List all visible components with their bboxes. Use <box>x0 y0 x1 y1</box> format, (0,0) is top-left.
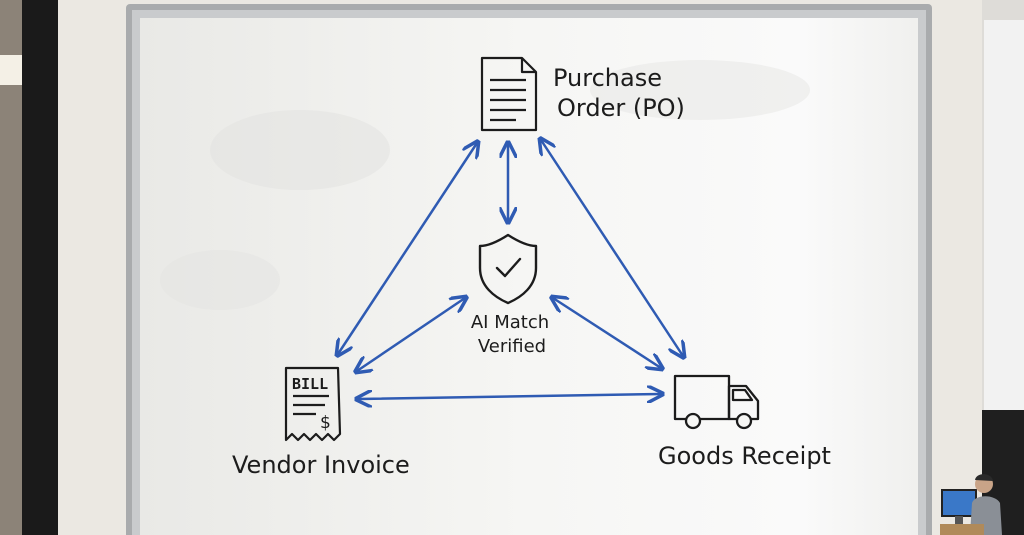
person-at-desk <box>940 474 1002 535</box>
po-label-line1: Purchase <box>553 64 662 92</box>
po-label-line2: Order (PO) <box>557 94 685 122</box>
center-label-line1: AI Match <box>471 312 549 333</box>
window <box>984 20 1024 410</box>
smudge <box>590 60 810 120</box>
shield-check-icon <box>478 233 538 305</box>
ai-match-node: AI Match Verified <box>471 233 549 357</box>
vendor-invoice-label: Vendor Invoice <box>232 451 410 479</box>
arrow-receipt-center <box>553 298 661 368</box>
vendor-invoice-node: BILL $ Vendor Invoice <box>232 366 410 479</box>
arrow-invoice-center <box>357 298 465 371</box>
receipt-bill-text: BILL <box>292 375 328 393</box>
document-icon <box>480 56 538 132</box>
left-doorway <box>0 0 22 535</box>
center-label-line2: Verified <box>478 336 546 357</box>
door-frame <box>22 0 58 535</box>
smudge <box>160 250 280 310</box>
delivery-truck-icon <box>673 374 760 430</box>
ceiling-light <box>0 55 22 85</box>
goods-receipt-label: Goods Receipt <box>658 442 831 470</box>
receipt-dollar-symbol: $ <box>320 413 331 433</box>
smudge <box>210 110 390 190</box>
arrow-invoice-receipt <box>358 394 661 399</box>
goods-receipt-node: Goods Receipt <box>658 374 831 470</box>
receipt-icon <box>284 366 342 442</box>
purchase-order-node: Purchase Order (PO) <box>480 56 685 132</box>
